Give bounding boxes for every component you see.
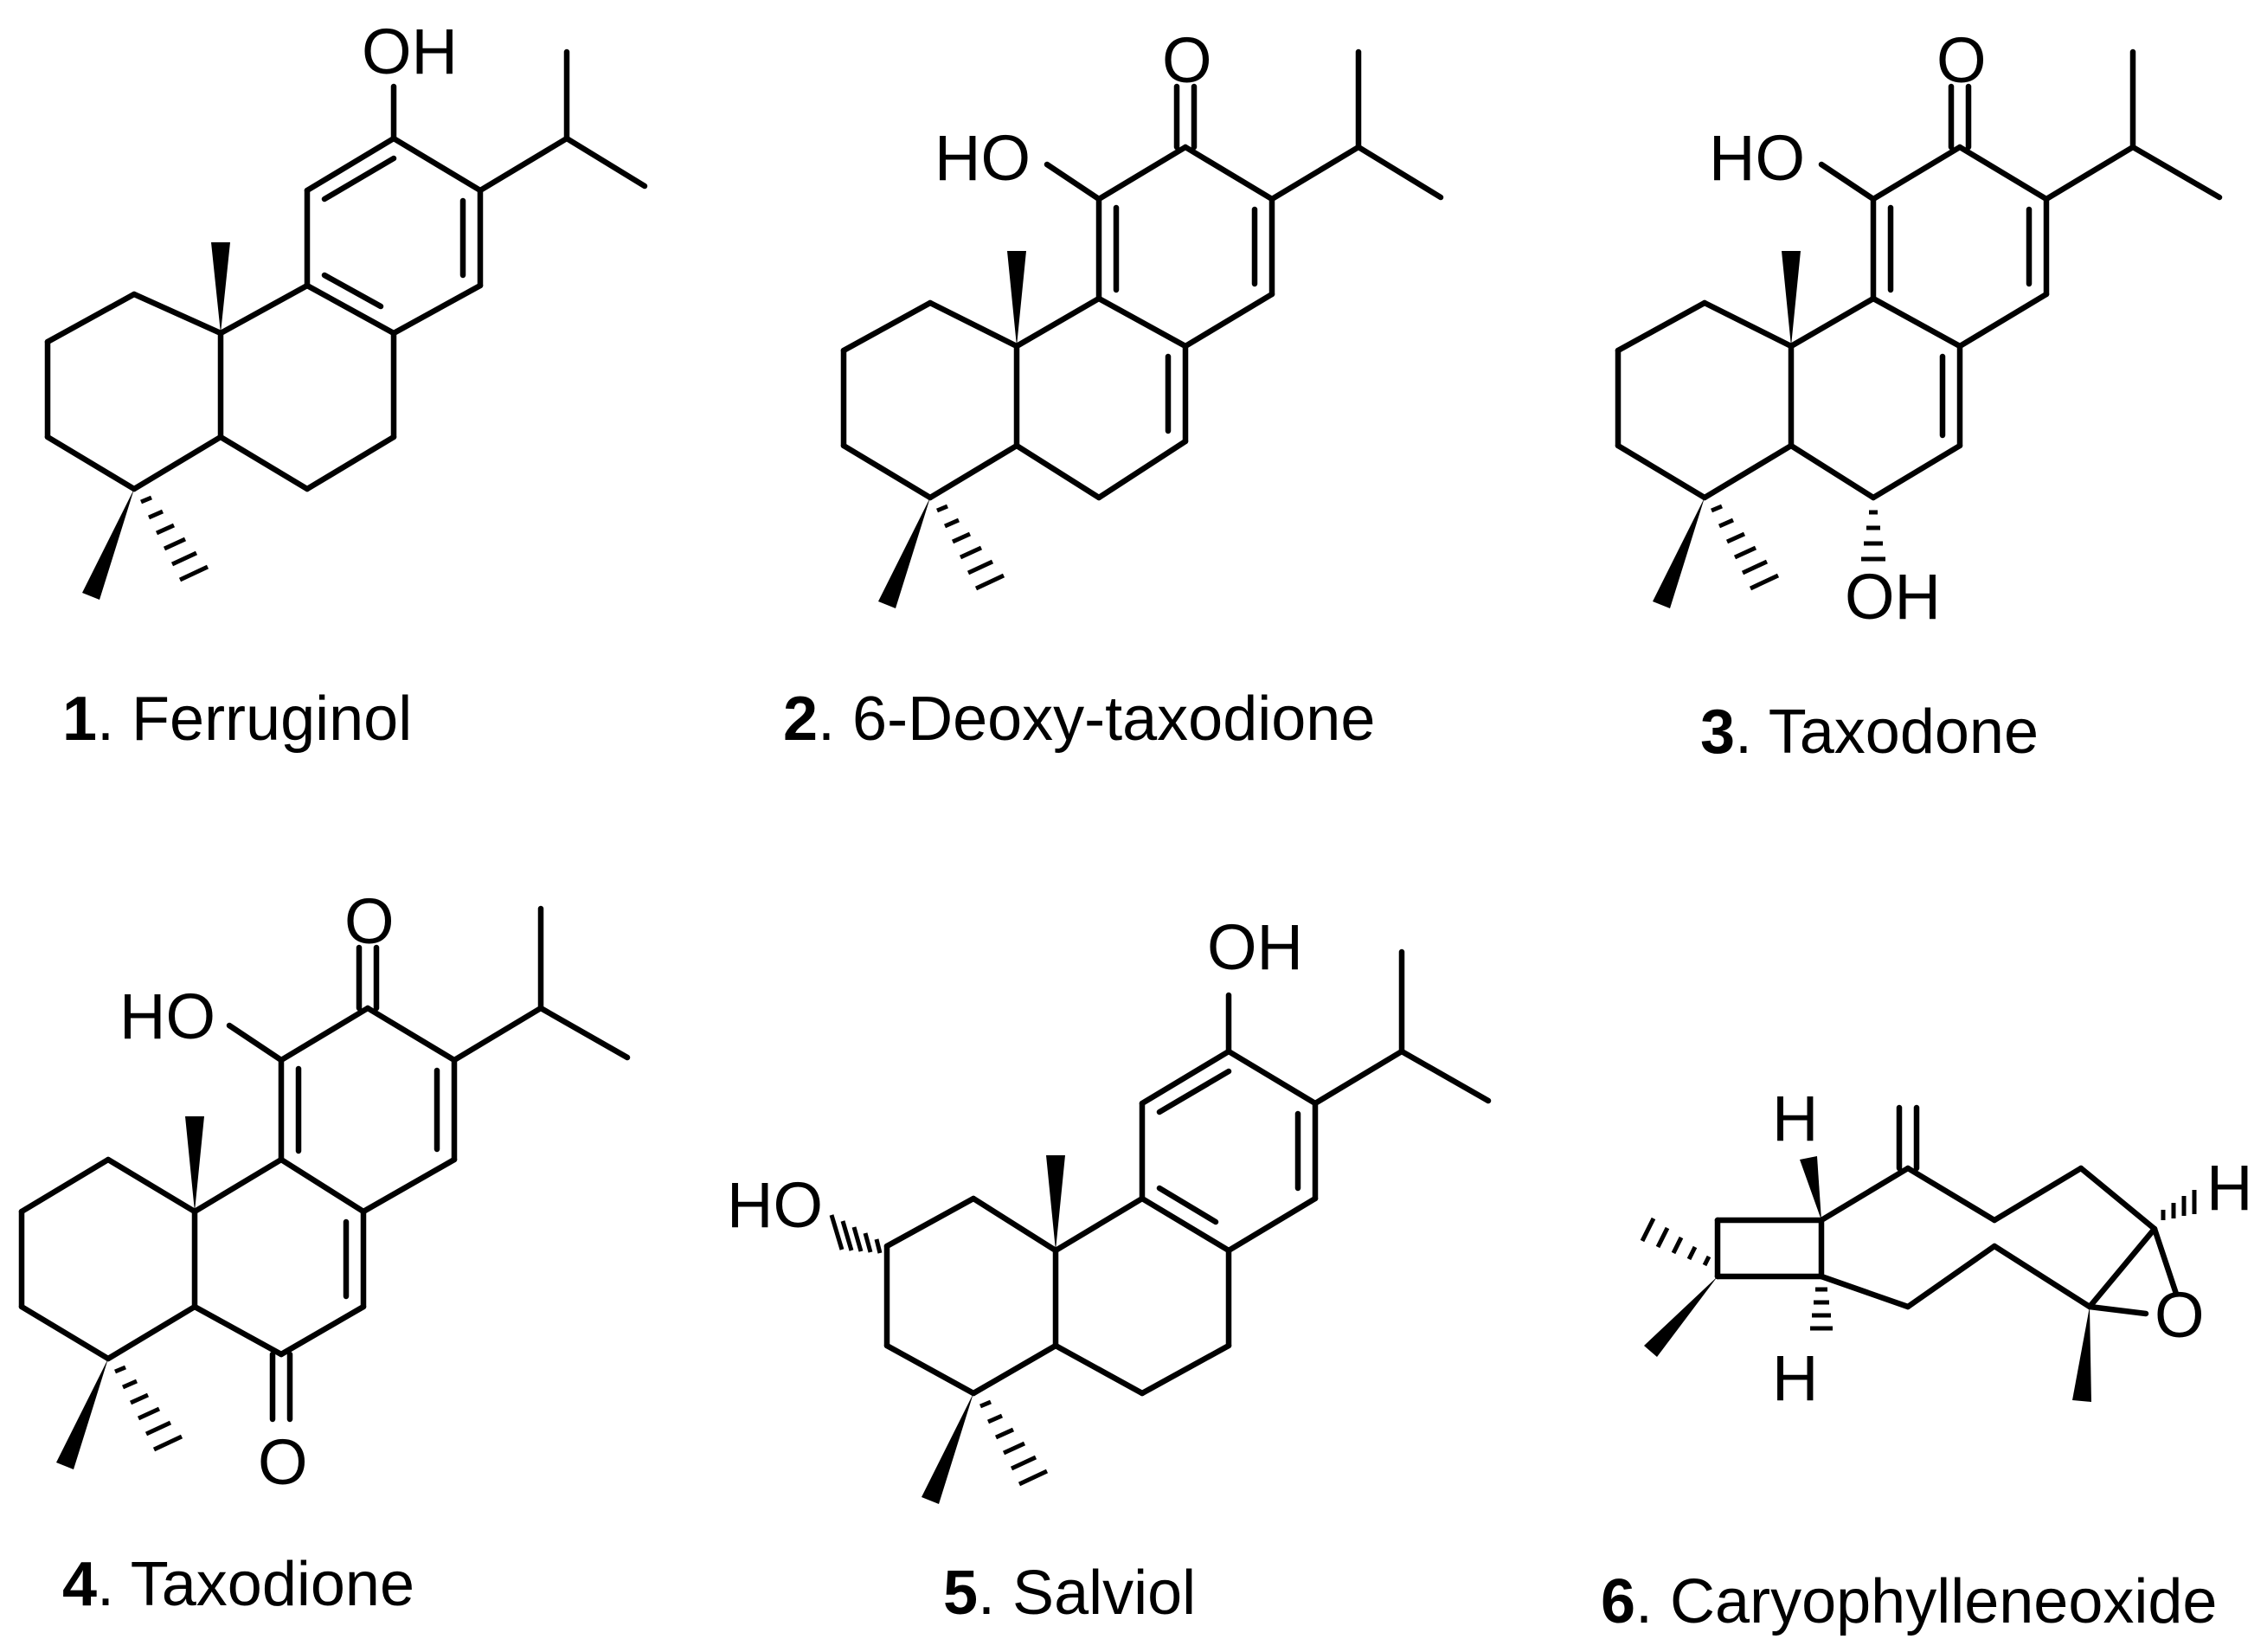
- atom-label-ho-2: HO: [934, 122, 1031, 194]
- caption-5: 5. Salviol: [943, 1559, 1196, 1628]
- atom-label-ho-3: HO: [1709, 122, 1805, 194]
- atom-label-o-4-bottom: O: [258, 1426, 308, 1498]
- caption-2: 2. 6-Deoxy-taxodione: [783, 685, 1375, 754]
- structure-3-taxodone: [1615, 48, 2223, 608]
- atom-label-oh-5: OH: [1207, 911, 1303, 983]
- caption-4: 4. Taxodione: [62, 1550, 414, 1619]
- compound-number-2: 2: [783, 685, 818, 754]
- compound-name-4: . Taxodione: [97, 1550, 414, 1619]
- compound-number-4: 4: [62, 1550, 97, 1619]
- atom-label-ho-5: HO: [727, 1169, 823, 1241]
- compound-number-3: 3: [1700, 697, 1735, 767]
- compound-number-6: 6: [1601, 1567, 1635, 1636]
- atom-label-oh-3: OH: [1845, 561, 1941, 633]
- compound-number-1: 1: [62, 685, 97, 754]
- caption-6: 6. Caryophylleneoxide: [1601, 1567, 2217, 1636]
- structure-6-caryophylleneoxide: [1640, 1104, 2197, 1402]
- compound-name-3: . Taxodone: [1735, 697, 2039, 767]
- structure-5-salviol: [829, 948, 1492, 1504]
- compound-name-6: . Caryophylleneoxide: [1635, 1567, 2217, 1636]
- atom-label-o-4-top: O: [344, 885, 395, 957]
- structure-1-ferruginol: [44, 48, 648, 600]
- caption-3: 3. Taxodone: [1700, 697, 2039, 767]
- compound-number-5: 5: [943, 1559, 978, 1628]
- atom-label-o-6-epoxide: O: [2155, 1279, 2205, 1351]
- compound-name-5: . Salviol: [978, 1559, 1196, 1628]
- caption-1: 1. Ferruginol: [62, 685, 412, 754]
- compound-name-1: . Ferruginol: [97, 685, 412, 754]
- atom-label-h-6-right: H: [2206, 1152, 2252, 1224]
- atom-label-h-6-bottom: H: [1772, 1342, 1818, 1414]
- compound-name-2: . 6-Deoxy-taxodione: [818, 685, 1375, 754]
- structure-4-taxodione: [18, 905, 631, 1469]
- atom-label-ho-4: HO: [119, 980, 215, 1052]
- atom-label-o-3: O: [1936, 24, 1987, 96]
- atom-label-o-2: O: [1162, 24, 1212, 96]
- structure-2-deoxy-taxodione: [840, 48, 1444, 608]
- atom-label-h-6-top: H: [1772, 1083, 1818, 1154]
- atom-label-oh-1: OH: [362, 16, 458, 87]
